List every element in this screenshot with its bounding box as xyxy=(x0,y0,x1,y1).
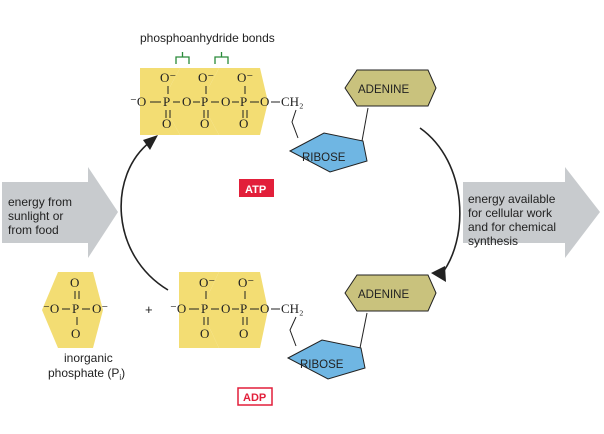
phosphoanhydride-bonds-label: phosphoanhydride bonds xyxy=(140,31,275,45)
adp-chain-o-2: O xyxy=(260,301,269,316)
pi-chain-o-right: O⁻ xyxy=(92,301,108,316)
atp-adenine-label: ADENINE xyxy=(358,84,409,96)
adp-badge-label: ADP xyxy=(243,392,266,404)
pi-oxygen-top: O xyxy=(70,275,79,290)
energy-input-line-3: from food xyxy=(8,223,59,237)
pi-phosphate-shape xyxy=(42,272,103,348)
energy-output-line-1: energy available xyxy=(468,192,556,206)
atp-adenine xyxy=(344,69,437,107)
hydrolysis-cycle-arrow xyxy=(419,127,461,282)
adp-oxygen-bottom-2: O xyxy=(239,326,248,341)
atp-chain-p-2: P xyxy=(201,94,208,109)
adp-phosphate-shape-1 xyxy=(179,272,219,348)
energy-input-arrow: energy from sunlight or from food xyxy=(2,167,118,258)
energy-output-line-3: and for chemical xyxy=(468,220,556,234)
energy-input-line-2: sunlight or xyxy=(8,209,63,223)
adp-adenine-label: ADENINE xyxy=(358,289,409,301)
atp-chain-ch2: CH₂ xyxy=(281,94,304,109)
pi-chain-o-left: ⁻O xyxy=(43,301,59,316)
adp-chain-o-start: ⁻O xyxy=(170,301,186,316)
adp-molecule: O⁻ O⁻ ⁻O P O P O CH₂ O O RIBOSE ADENINE … xyxy=(170,272,437,406)
atp-oxygen-top-1: O⁻ xyxy=(160,70,176,85)
adp-oxygen-top-1: O⁻ xyxy=(199,275,215,290)
atp-oxygen-top-3: O⁻ xyxy=(237,70,253,85)
atp-ribose xyxy=(288,132,368,173)
atp-oxygen-bottom-1: O xyxy=(162,116,171,131)
pi-label-line-1: inorganic xyxy=(64,351,113,365)
energy-input-line-1: energy from xyxy=(8,195,72,209)
adp-phosphate-shape-2 xyxy=(201,272,268,348)
atp-badge-label: ATP xyxy=(245,184,266,196)
adp-chain-p-1: P xyxy=(201,301,208,316)
synthesis-cycle-arrow xyxy=(120,135,169,291)
bond-brackets xyxy=(175,52,229,64)
adp-ribose xyxy=(286,339,366,380)
atp-chain-p-1: P xyxy=(163,94,170,109)
atp-chain-p-3: P xyxy=(240,94,247,109)
energy-output-arrow: energy available for cellular work and f… xyxy=(463,167,600,258)
atp-chain-o-1: O xyxy=(182,94,191,109)
energy-output-line-4: synthesis xyxy=(468,234,518,248)
adp-chain-o-1: O xyxy=(221,301,230,316)
inorganic-phosphate: O ⁻O P O⁻ O inorganic phosphate (Pi) + xyxy=(42,272,153,382)
pi-label-line-2: phosphate (Pi) xyxy=(48,366,125,382)
atp-ribose-label: RIBOSE xyxy=(302,152,346,164)
pi-oxygen-bottom: O xyxy=(71,326,80,341)
atp-badge xyxy=(239,179,274,197)
adp-ribose-label: RIBOSE xyxy=(300,359,344,371)
atp-oxygen-top-2: O⁻ xyxy=(198,70,214,85)
adp-oxygen-top-2: O⁻ xyxy=(238,275,254,290)
atp-molecule: O⁻ O⁻ O⁻ ⁻O P O P O P O CH₂ O O O xyxy=(130,68,437,197)
atp-chain-o-2: O xyxy=(221,94,230,109)
adp-oxygen-bottom-1: O xyxy=(200,326,209,341)
adp-chain-ch2: CH₂ xyxy=(281,301,304,316)
pi-chain-p: P xyxy=(72,301,79,316)
atp-oxygen-bottom-3: O xyxy=(239,116,248,131)
atp-chain-o-3: O xyxy=(260,94,269,109)
plus-sign: + xyxy=(145,302,153,317)
energy-output-line-2: for cellular work xyxy=(468,206,553,220)
atp-oxygen-bottom-2: O xyxy=(200,116,209,131)
atp-chain-o-start: ⁻O xyxy=(130,94,146,109)
adp-adenine xyxy=(344,274,437,312)
adp-chain-p-2: P xyxy=(240,301,247,316)
adp-badge xyxy=(237,387,273,406)
atp-phosphate-shape-2 xyxy=(162,68,219,135)
